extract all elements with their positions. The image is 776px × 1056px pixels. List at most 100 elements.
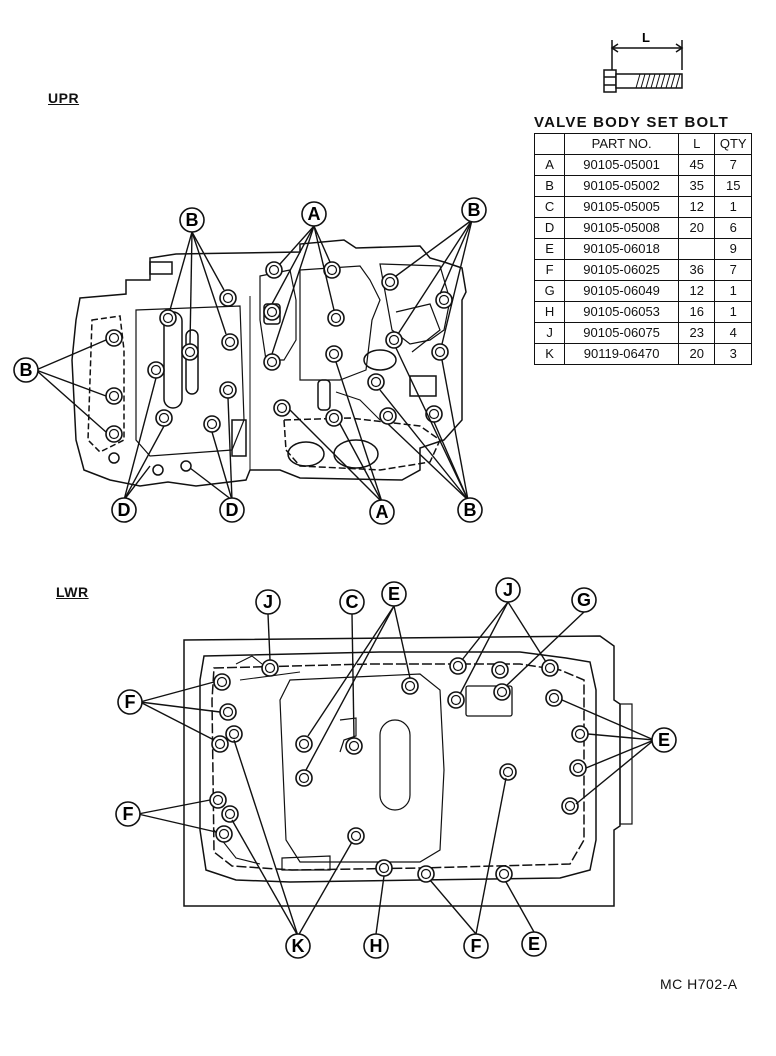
callout-label: E bbox=[388, 584, 400, 604]
callout-label: F bbox=[471, 936, 482, 956]
callout-circle bbox=[363, 933, 389, 959]
row-part-no: 90105-06018 bbox=[564, 238, 679, 260]
row-part-no: 90105-06053 bbox=[564, 301, 679, 323]
row-length: 12 bbox=[677, 196, 716, 218]
row-part-no: 90105-06025 bbox=[564, 259, 679, 281]
header-length: L bbox=[677, 133, 716, 155]
callout-circle bbox=[521, 931, 547, 957]
upper-callout-labels: B A B B D D A B bbox=[20, 200, 481, 522]
table-row: J 90105-06075 23 4 bbox=[533, 322, 752, 344]
lower-section-label: LWR bbox=[56, 584, 89, 600]
table-row: H 90105-06053 16 1 bbox=[533, 301, 752, 323]
callout-circle bbox=[285, 933, 311, 959]
table-row: G 90105-06049 12 1 bbox=[533, 280, 752, 302]
table-row: E 90105-06018 9 bbox=[533, 238, 752, 260]
upper-callouts bbox=[13, 197, 487, 525]
row-id: J bbox=[533, 322, 566, 344]
row-qty: 1 bbox=[714, 196, 752, 218]
row-part-no: 90105-05001 bbox=[564, 154, 679, 176]
callout-circle bbox=[381, 581, 407, 607]
row-qty: 1 bbox=[714, 280, 752, 302]
row-id: F bbox=[533, 259, 566, 281]
callout-circle bbox=[115, 801, 141, 827]
row-id: E bbox=[533, 238, 566, 260]
row-length: 20 bbox=[677, 343, 716, 365]
header-id bbox=[533, 133, 566, 155]
row-length: 23 bbox=[677, 322, 716, 344]
row-length: 45 bbox=[677, 154, 716, 176]
callout-label: B bbox=[186, 210, 199, 230]
row-part-no: 90105-05008 bbox=[564, 217, 679, 239]
callout-label: K bbox=[292, 936, 305, 956]
row-id: D bbox=[533, 217, 566, 239]
row-id: G bbox=[533, 280, 566, 302]
callout-label: G bbox=[577, 590, 591, 610]
header-qty: QTY bbox=[714, 133, 752, 155]
row-length: 36 bbox=[677, 259, 716, 281]
row-id: A bbox=[533, 154, 566, 176]
callout-label: E bbox=[528, 934, 540, 954]
callout-circle bbox=[117, 689, 143, 715]
callout-label: H bbox=[370, 936, 383, 956]
callout-circle bbox=[571, 587, 597, 613]
row-length: 20 bbox=[677, 217, 716, 239]
bolt-table-title: VALVE BODY SET BOLT bbox=[534, 114, 730, 131]
callout-circle bbox=[255, 589, 281, 615]
table-row: D 90105-05008 20 6 bbox=[533, 217, 752, 239]
row-part-no: 90119-06470 bbox=[564, 343, 679, 365]
callout-label: E bbox=[658, 730, 670, 750]
callout-label: B bbox=[20, 360, 33, 380]
table-row: C 90105-05005 12 1 bbox=[533, 196, 752, 218]
callout-circle bbox=[651, 727, 677, 753]
row-qty: 1 bbox=[714, 301, 752, 323]
callout-circle bbox=[301, 201, 327, 227]
row-length: 12 bbox=[677, 280, 716, 302]
bolt-table-panel: VALVE BODY SET BOLT PART NO. L QTY A 901… bbox=[533, 114, 756, 365]
bolt-length-label: L bbox=[642, 30, 650, 45]
upper-leader-lines bbox=[35, 219, 473, 503]
upper-valve-body bbox=[71, 239, 467, 487]
callout-circle bbox=[13, 357, 39, 383]
callout-label: J bbox=[263, 592, 273, 612]
callout-label: F bbox=[125, 692, 136, 712]
row-id: C bbox=[533, 196, 566, 218]
bolt-icon bbox=[603, 40, 684, 93]
callout-circle bbox=[369, 499, 395, 525]
table-row: B 90105-05002 35 15 bbox=[533, 175, 752, 197]
callout-circle bbox=[179, 207, 205, 233]
row-part-no: 90105-05002 bbox=[564, 175, 679, 197]
callout-label: J bbox=[503, 580, 513, 600]
callout-circle bbox=[219, 497, 245, 523]
row-qty: 9 bbox=[714, 238, 752, 260]
callout-label: F bbox=[123, 804, 134, 824]
row-part-no: 90105-05005 bbox=[564, 196, 679, 218]
callout-label: A bbox=[376, 502, 389, 522]
table-header-row: PART NO. L QTY bbox=[533, 133, 752, 155]
row-qty: 7 bbox=[714, 154, 752, 176]
row-qty: 7 bbox=[714, 259, 752, 281]
callout-label: B bbox=[468, 200, 481, 220]
callout-label: B bbox=[464, 500, 477, 520]
lower-valve-body bbox=[183, 635, 633, 907]
row-qty: 6 bbox=[714, 217, 752, 239]
lower-leader-lines bbox=[137, 601, 655, 937]
bolt-table: PART NO. L QTY A 90105-05001 45 7 B 9010… bbox=[533, 133, 752, 365]
lower-callouts bbox=[115, 577, 677, 959]
row-length: 35 bbox=[677, 175, 716, 197]
callout-circle bbox=[339, 589, 365, 615]
callout-label: A bbox=[308, 204, 321, 224]
lower-callout-labels: J C E J G F F E K H F E bbox=[123, 580, 671, 956]
table-row: A 90105-05001 45 7 bbox=[533, 154, 752, 176]
row-length bbox=[677, 238, 716, 260]
lower-bolt-heads bbox=[209, 657, 589, 883]
row-qty: 15 bbox=[714, 175, 752, 197]
callout-label: C bbox=[346, 592, 359, 612]
upper-section-label: UPR bbox=[48, 90, 80, 106]
header-part-no: PART NO. bbox=[564, 133, 679, 155]
callout-circle bbox=[495, 577, 521, 603]
callout-label: D bbox=[226, 500, 239, 520]
row-part-no: 90105-06049 bbox=[564, 280, 679, 302]
row-qty: 3 bbox=[714, 343, 752, 365]
